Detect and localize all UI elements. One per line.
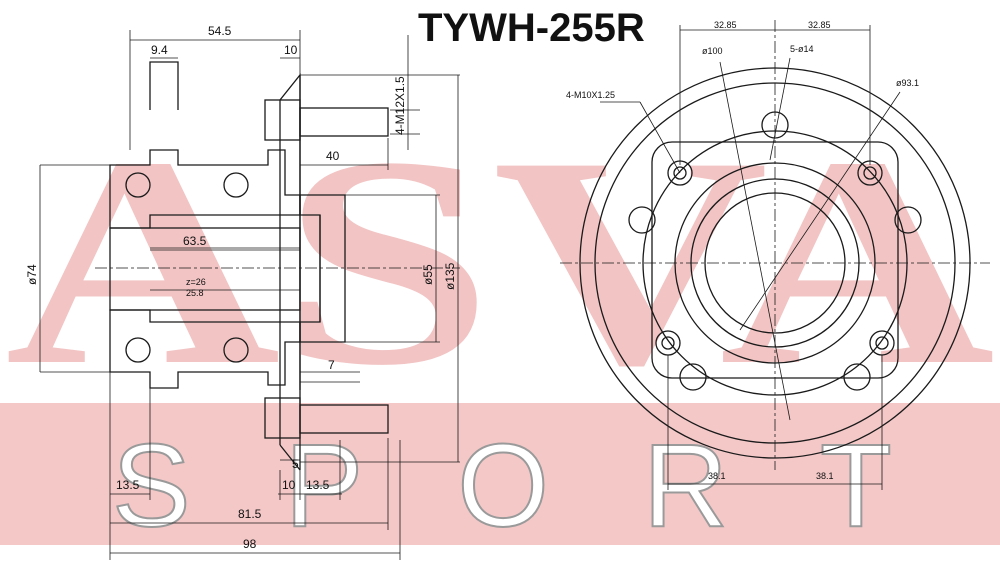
dim-81-5: 81.5 <box>238 507 262 521</box>
dim-phi100: ø100 <box>702 46 723 56</box>
dim-74: ø74 <box>25 264 39 285</box>
dim-holes: 5-ø14 <box>790 44 814 54</box>
part-number-title: TYWH-255R <box>418 6 645 50</box>
dim-55: ø55 <box>421 264 435 285</box>
dim-13-5-right: 13.5 <box>306 478 330 492</box>
side-view: 54.5 9.4 10 4-M12X1.5 40 63.5 ø74 ø55 ø1… <box>25 24 460 560</box>
watermark: ASVA SPORT <box>0 95 1000 553</box>
dim-13-5-left: 13.5 <box>116 478 140 492</box>
dim-38-1-left: 38.1 <box>708 471 726 481</box>
dim-40: 40 <box>326 149 340 163</box>
dim-38-1-right: 38.1 <box>816 471 834 481</box>
dim-54-5: 54.5 <box>208 24 232 38</box>
dim-phi93: ø93.1 <box>896 78 919 88</box>
dim-10-top: 10 <box>284 43 298 57</box>
dim-thread: 4-M12X1.5 <box>393 76 407 135</box>
dim-7: 7 <box>328 358 335 372</box>
dim-9-4: 9.4 <box>151 43 168 57</box>
front-view: 32.85 32.85 ø100 5-ø14 ø93.1 4-M10X1.25 … <box>560 20 990 490</box>
dim-z2: 25.8 <box>186 288 204 298</box>
dim-5: 5 <box>292 457 299 471</box>
watermark-band <box>0 403 1000 545</box>
dim-98: 98 <box>243 537 257 551</box>
dim-135: ø135 <box>443 262 457 290</box>
dim-63-5: 63.5 <box>183 234 207 248</box>
dim-bolts: 4-M10X1.25 <box>566 90 615 100</box>
dim-10-bottom: 10 <box>282 478 296 492</box>
dim-z: z=26 <box>186 277 206 287</box>
watermark-brand: ASVA <box>5 95 995 427</box>
dim-32-85-left: 32.85 <box>714 20 737 30</box>
dim-32-85-right: 32.85 <box>808 20 831 30</box>
